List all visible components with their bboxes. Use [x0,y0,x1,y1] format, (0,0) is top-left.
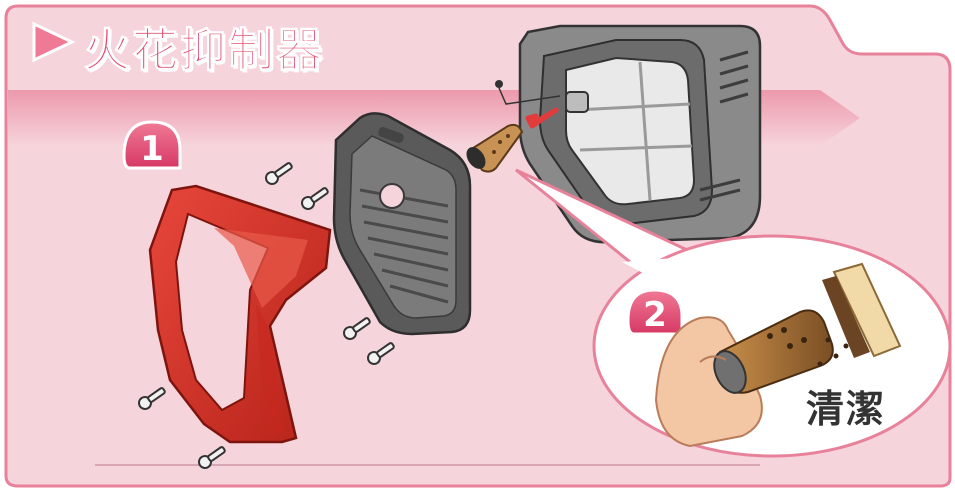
cleaning-label: 清潔 [806,378,886,433]
step-1-badge: 1 [124,122,180,169]
housing-screw-icon [495,80,503,88]
step-1-number: 1 [140,129,164,169]
step-2-badge: 2 [628,290,682,335]
step-2-number: 2 [643,295,667,335]
page-title: 火花抑制器 [84,14,324,80]
